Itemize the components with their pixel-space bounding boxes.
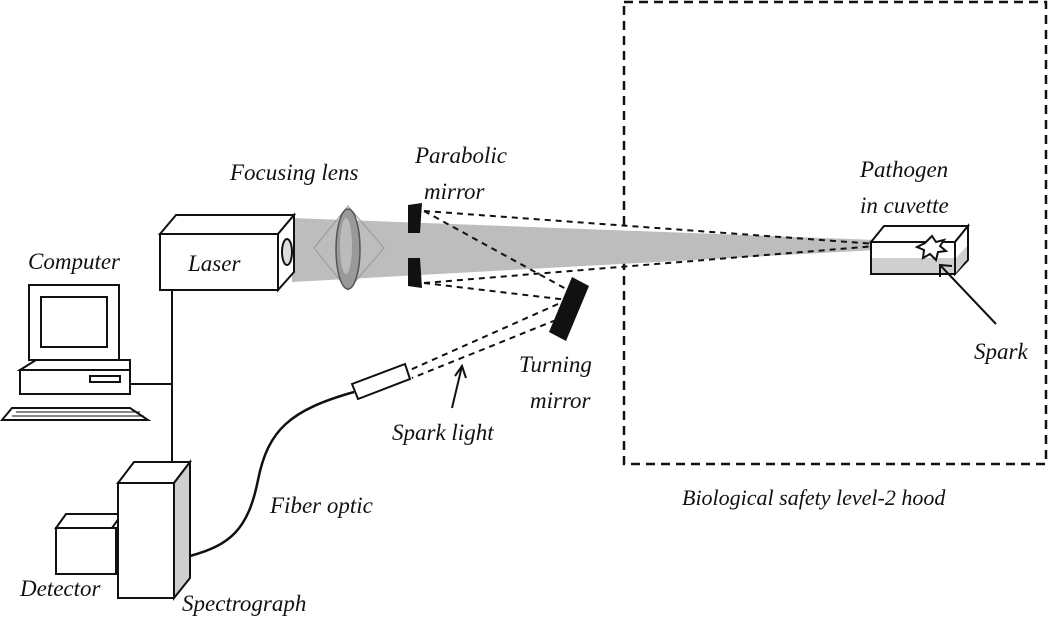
parabolic-mirror: [408, 203, 422, 288]
label-computer: Computer: [28, 249, 120, 274]
spark-arrow: [939, 263, 997, 325]
label-turning-mirror-1: Turning: [519, 352, 592, 377]
spectrograph: [115, 459, 193, 601]
label-laser: Laser: [188, 251, 241, 276]
laser-box: [157, 212, 297, 293]
spark-burst: [914, 234, 949, 262]
turning-mirror: [549, 277, 589, 341]
connection-wires: [130, 290, 173, 462]
fiber-optic: [189, 362, 412, 558]
label-spark: Spark: [974, 339, 1028, 364]
label-turning-mirror-2: mirror: [530, 388, 591, 413]
spark-light-arrow: [451, 363, 467, 409]
label-parabolic-mirror-2: mirror: [424, 179, 485, 204]
spark-light-paths: [409, 210, 877, 379]
label-pathogen-2: in cuvette: [860, 193, 949, 218]
detector: [54, 513, 124, 575]
label-detector: Detector: [20, 576, 101, 601]
computer: [0, 284, 152, 421]
label-parabolic-mirror-1: Parabolic: [415, 143, 507, 168]
laser-beam: [292, 218, 876, 282]
label-focusing-lens: Focusing lens: [230, 160, 359, 185]
label-pathogen-1: Pathogen: [860, 157, 949, 182]
focusing-lens: [313, 205, 385, 291]
label-spark-light: Spark light: [392, 420, 494, 445]
cuvette: [868, 223, 971, 277]
label-spectrograph: Spectrograph: [182, 591, 307, 616]
label-fiber-optic: Fiber optic: [270, 493, 373, 518]
label-biosafety-hood: Biological safety level-2 hood: [682, 485, 946, 510]
